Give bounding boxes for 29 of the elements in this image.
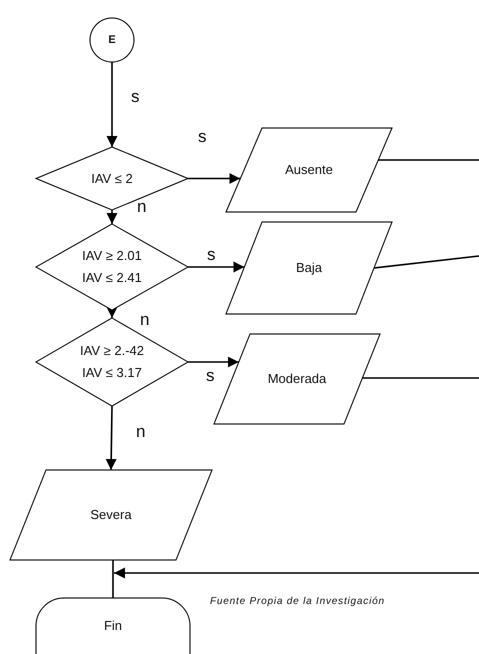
- caption: Fuente Propia de la Investigación: [210, 596, 385, 607]
- connector-line: [112, 560, 114, 598]
- arrow: [188, 356, 239, 368]
- condition-text: IAV ≥ 2.-42 IAV ≤ 3.17: [79, 342, 145, 382]
- arrow: [106, 406, 117, 470]
- node-label: Ausente: [284, 161, 334, 179]
- node-label: Fin: [102, 617, 124, 635]
- arrow: [106, 210, 118, 224]
- arrow: [188, 173, 240, 184]
- arrow: [106, 62, 118, 147]
- edge-label: s: [198, 128, 206, 146]
- node-label: Severa: [89, 506, 133, 524]
- node-label: E: [107, 33, 117, 48]
- edge-label: n: [137, 198, 146, 216]
- condition-text: IAV ≤ 2: [90, 170, 134, 188]
- connector-line: [378, 159, 479, 161]
- node-label: Moderada: [266, 370, 328, 388]
- connector-line: [362, 377, 479, 379]
- arrow: [114, 568, 479, 578]
- arrow: [106, 307, 118, 318]
- condition-text: IAV ≥ 2.01 IAV ≤ 2.41: [81, 247, 143, 287]
- edge-label: s: [206, 367, 214, 385]
- node-label: Baja: [294, 259, 324, 277]
- edge-label: n: [140, 311, 150, 329]
- connector-line: [374, 255, 479, 269]
- edge-label: n: [136, 423, 146, 441]
- arrow: [188, 262, 244, 272]
- edge-label: s: [207, 246, 216, 264]
- edge-label: s: [131, 88, 140, 106]
